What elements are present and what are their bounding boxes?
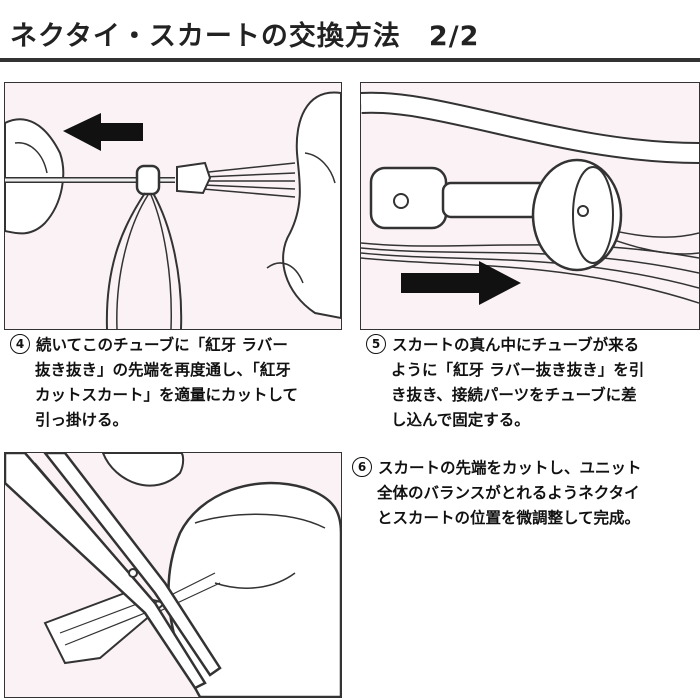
step-6-line-3: とスカートの位置を微調整して完成。 bbox=[377, 509, 641, 527]
step-5-line-3: き抜き、接続パーツをチューブに差 bbox=[391, 386, 637, 404]
step-4-drawing bbox=[5, 91, 341, 329]
arrow-left-icon bbox=[63, 113, 143, 151]
step-6-drawing bbox=[5, 453, 341, 697]
step-5-drawing bbox=[361, 91, 699, 305]
step-5-line-4: し込んで固定する。 bbox=[391, 411, 530, 429]
step-4-line-2: 抜き抜き」の先端を再度通し、「紅牙 bbox=[35, 361, 291, 379]
scissors-icon bbox=[5, 453, 222, 690]
step-5-line-2: ように「紅牙 ラバー抜き抜き」を引 bbox=[391, 361, 645, 379]
arrow-right-icon bbox=[401, 261, 521, 305]
page-title: ネクタイ・スカートの交換方法 2/2 bbox=[10, 21, 480, 52]
step-number-badge: 6 bbox=[352, 457, 372, 477]
illustration-step-4 bbox=[4, 82, 342, 330]
illustration-step-6 bbox=[4, 452, 342, 698]
step-6-line-2: 全体のバランスがとれるようネクタイ bbox=[377, 484, 640, 502]
title-divider bbox=[0, 58, 700, 62]
illustration-step-5 bbox=[360, 82, 700, 330]
step-4-line-3: カットスカート」を適量にカットして bbox=[35, 386, 299, 404]
step-number-badge: 4 bbox=[10, 334, 30, 354]
step-number-badge: 5 bbox=[366, 334, 386, 354]
step-4-line-4: 引っ掛ける。 bbox=[35, 411, 129, 429]
